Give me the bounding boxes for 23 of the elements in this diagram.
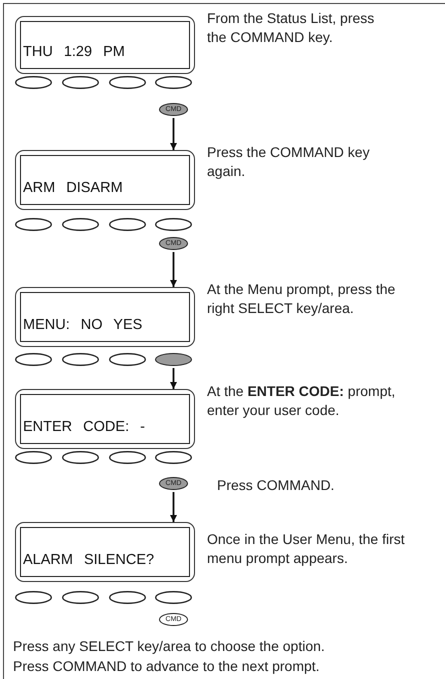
instruction-text: Once in the User Menu, the first menu prompt appears.: [207, 530, 406, 568]
select-key: [155, 353, 192, 366]
lcd-display: [15, 389, 195, 449]
arrow: [170, 368, 178, 389]
instruction-text: Press COMMAND.: [217, 476, 336, 495]
instruction-text: Press the COMMAND key again.: [207, 143, 371, 181]
instruction-text: From the Status List, press the COMMAND key.: [207, 9, 376, 47]
note-text: Press any SELECT key/area to choose the option.: [13, 637, 325, 656]
display-text: THU 1:29 PM: [23, 44, 125, 60]
lcd-display: [15, 287, 195, 347]
instruction-text: At the ENTER CODE: prompt, enter your user code.: [207, 382, 396, 420]
lcd-display: [15, 150, 195, 210]
arrow: [170, 118, 178, 150]
display-text: ARM DISARM: [23, 180, 123, 196]
instruction-text: At the Menu prompt, press the right SELECT key/area.: [207, 280, 396, 318]
note-text: Press COMMAND to advance to the next prompt.: [13, 657, 320, 676]
display-text: MENU: NO YES: [23, 317, 142, 333]
arrow: [170, 492, 178, 522]
display-text: ALARM SILENCE?: [23, 552, 154, 568]
display-text: ENTER CODE: -: [23, 419, 145, 435]
lcd-display: [15, 16, 195, 74]
arrow: [170, 252, 178, 287]
lcd-display: [15, 522, 195, 582]
